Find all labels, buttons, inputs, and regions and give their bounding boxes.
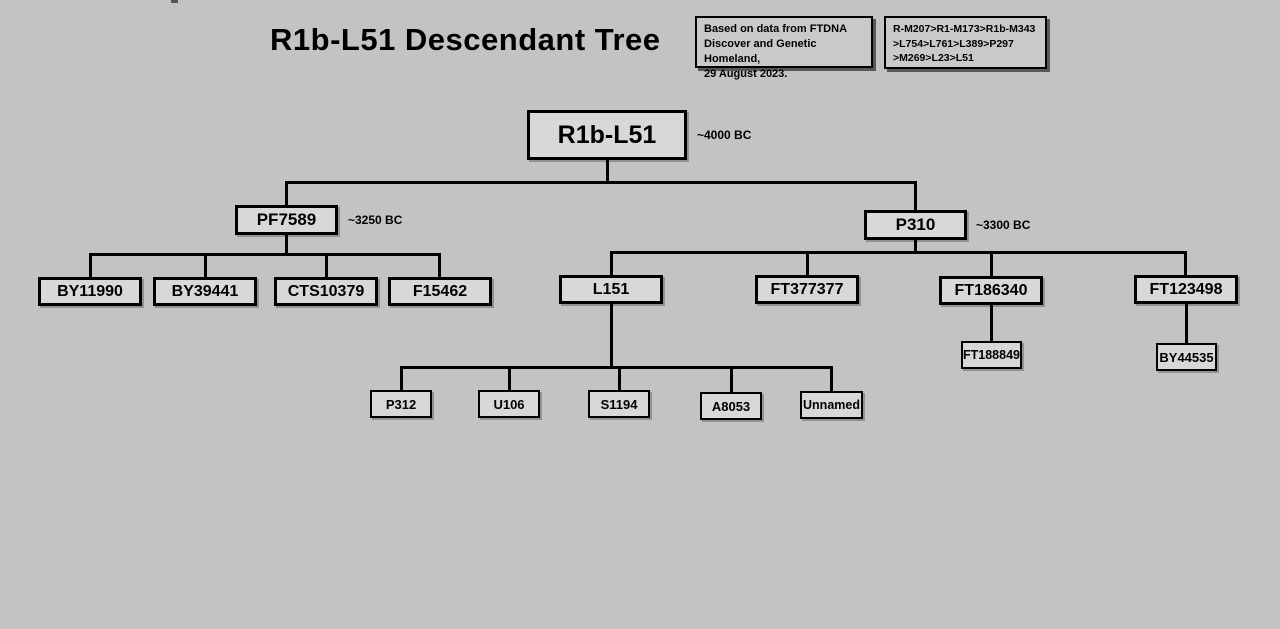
lineage-path-line1: R-M207>R1-M173>R1b-M343 [893, 23, 1036, 35]
source-note-line2: Discover and Genetic Homeland, [704, 37, 817, 65]
node-a8053: A8053 [700, 392, 762, 420]
source-note-line1: Based on data from FTDNA [704, 23, 848, 35]
connector-line [1184, 304, 1188, 343]
connector-line [88, 253, 441, 256]
connector-line [605, 160, 609, 183]
node-p310: P310 [864, 210, 967, 240]
annotation-r1b-l51-date: ~4000 BC [697, 128, 752, 142]
connector-line [1183, 251, 1187, 275]
annotation-pf7589-date: ~3250 BC [348, 213, 403, 227]
connector-line [609, 304, 613, 368]
connector-line [617, 366, 621, 390]
node-ft377377: FT377377 [755, 275, 859, 304]
lineage-path-line2: >L754>L761>L389>P297 [893, 37, 1014, 50]
connector-line [989, 305, 993, 341]
connector-line [324, 253, 328, 277]
connector-line [609, 251, 613, 275]
node-u106: U106 [478, 390, 540, 418]
node-ft186340: FT186340 [939, 276, 1043, 305]
annotation-p310-date: ~3300 BC [976, 218, 1031, 232]
connector-line [284, 235, 288, 256]
source-note-line3: 29 August 2023. [704, 67, 788, 80]
node-l151: L151 [559, 275, 663, 304]
node-by44535: BY44535 [1156, 343, 1217, 371]
page-title: R1b-L51 Descendant Tree [270, 22, 661, 57]
connector-line [507, 366, 511, 390]
connector-line [913, 240, 917, 254]
lineage-path-box: R-M207>R1-M173>R1b-M343 >L754>L761>L389>… [884, 16, 1047, 69]
node-s1194: S1194 [588, 390, 650, 418]
connector-line [399, 366, 403, 390]
connector-line [203, 253, 207, 277]
connector-line [399, 366, 833, 369]
connector-line [805, 251, 809, 275]
node-f15462: F15462 [388, 277, 492, 306]
connector-line [989, 251, 993, 276]
node-ft123498: FT123498 [1134, 275, 1238, 304]
node-unnamed: Unnamed [800, 391, 863, 419]
connector-line [284, 181, 917, 184]
node-p312: P312 [370, 390, 432, 418]
node-by39441: BY39441 [153, 277, 257, 306]
connector-line [913, 181, 917, 210]
node-cts10379: CTS10379 [274, 277, 378, 306]
connector-line [729, 366, 733, 392]
connector-line [437, 253, 441, 277]
lineage-path-line3: >M269>L23>L51 [893, 52, 974, 65]
node-pf7589: PF7589 [235, 205, 338, 235]
source-note-box: Based on data from FTDNA Discover and Ge… [695, 16, 873, 80]
connector-line [609, 251, 1187, 254]
connector-line [284, 181, 288, 205]
connector-line [829, 366, 833, 391]
node-r1b-l51: R1b-L51 [527, 110, 687, 160]
node-by11990: BY11990 [38, 277, 142, 306]
node-ft188849: FT188849 [961, 341, 1022, 369]
connector-line [88, 253, 92, 277]
screen-crop-artifact [171, 0, 178, 3]
